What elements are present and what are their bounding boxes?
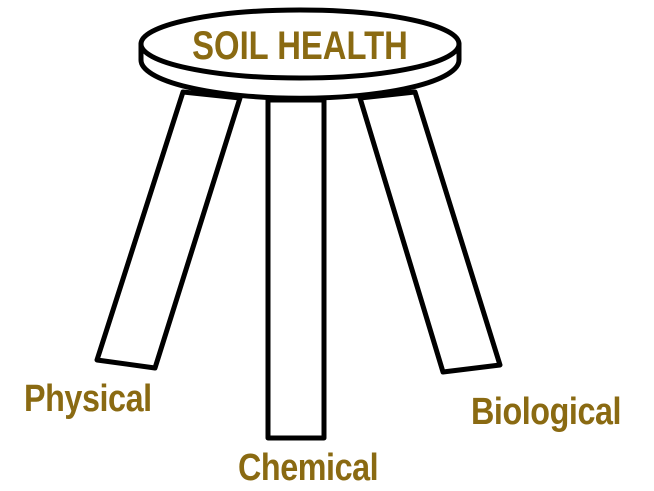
leg-label-physical: Physical bbox=[24, 380, 152, 418]
seat-label-soil-health: SOIL HEALTH bbox=[169, 26, 431, 66]
stool-leg-right bbox=[360, 92, 500, 372]
stool-leg-left bbox=[97, 92, 240, 368]
stool-leg-center bbox=[268, 100, 324, 438]
leg-label-biological: Biological bbox=[471, 393, 621, 431]
leg-label-chemical: Chemical bbox=[238, 449, 378, 487]
